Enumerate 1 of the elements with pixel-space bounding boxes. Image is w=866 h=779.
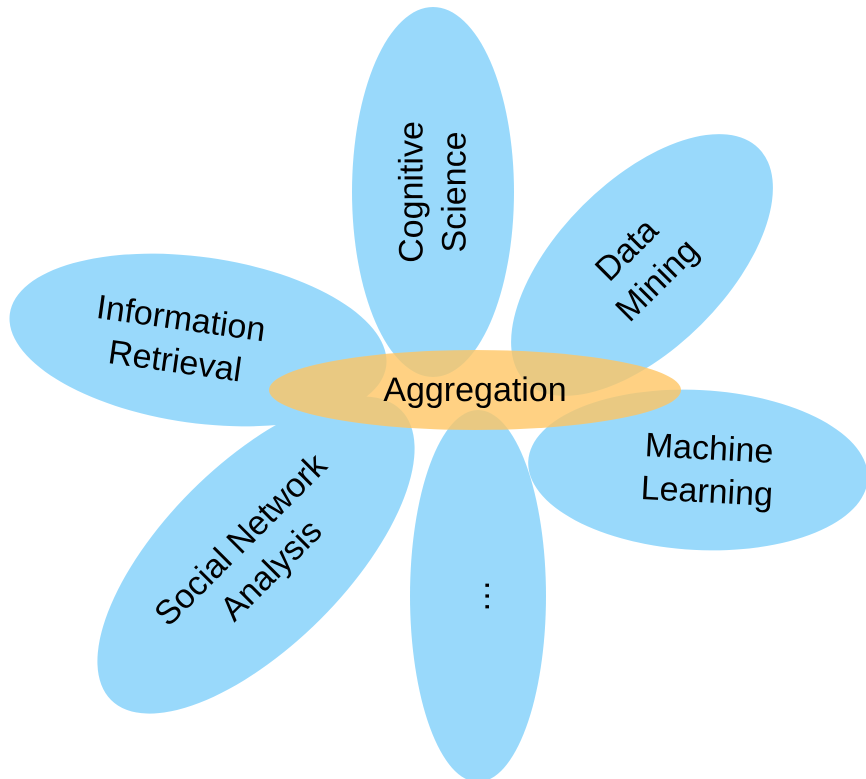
petal-label: …	[456, 566, 500, 626]
